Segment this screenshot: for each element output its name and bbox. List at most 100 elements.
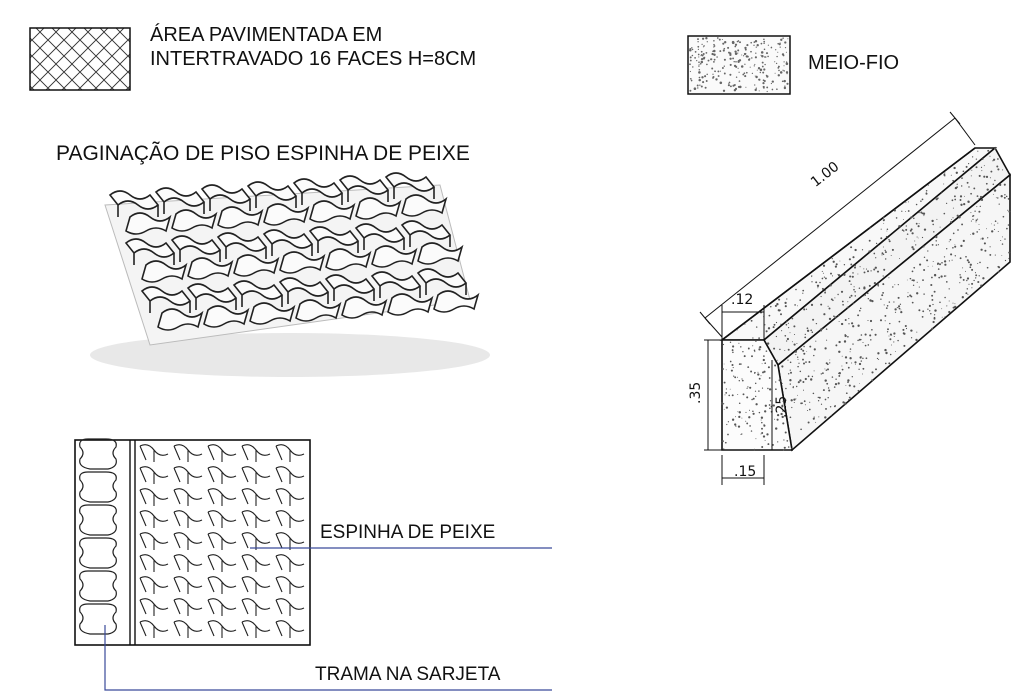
paver-block	[246, 181, 298, 208]
callout-leaders	[104, 547, 552, 691]
paver-block	[186, 283, 238, 310]
dim-top-width: .12	[731, 292, 754, 308]
herringbone-block	[207, 576, 237, 594]
paver-block	[387, 293, 434, 316]
herringbone-block	[173, 444, 203, 462]
herringbone-block	[173, 532, 203, 550]
paver-illustration	[90, 172, 490, 377]
paver-block	[217, 206, 264, 229]
gutter-block	[79, 438, 117, 470]
herringbone-block	[241, 466, 271, 484]
paver-block	[292, 178, 344, 205]
paver-block	[417, 242, 464, 265]
paver-block	[384, 172, 436, 199]
herringbone-block	[173, 466, 203, 484]
herringbone-block	[241, 576, 271, 594]
paver-block	[308, 226, 360, 253]
herringbone-block	[241, 554, 271, 572]
herringbone-block	[139, 554, 169, 572]
herringbone-block	[207, 444, 237, 462]
gutter-block	[79, 537, 117, 569]
gutter-block	[79, 504, 117, 536]
paver-block	[157, 308, 204, 331]
paver-block	[370, 271, 422, 298]
paver-block	[125, 212, 172, 235]
paver-block	[141, 260, 188, 283]
herringbone-block	[275, 554, 305, 572]
herringbone-block	[207, 532, 237, 550]
dim-base-width: .15	[734, 464, 757, 480]
paver-block	[325, 248, 372, 271]
paver-block	[233, 254, 280, 277]
herringbone-block	[275, 466, 305, 484]
paver-block	[232, 280, 284, 307]
paver-block	[216, 232, 268, 259]
paver-block	[249, 302, 296, 325]
paver-block	[278, 277, 330, 304]
paved-area-label-line1: ÁREA PAVIMENTADA EM	[150, 24, 383, 46]
paver-block	[154, 187, 206, 214]
gutter-block	[79, 471, 117, 503]
paver-block	[338, 175, 390, 202]
paver-block	[124, 238, 176, 265]
herringbone-block	[139, 466, 169, 484]
callout-herringbone: ESPINHA DE PEIXE	[320, 522, 496, 543]
curb-swatch	[687, 35, 791, 95]
leader-gutter	[104, 625, 552, 691]
paver-block	[263, 203, 310, 226]
herringbone-block	[173, 576, 203, 594]
herringbone-block	[139, 510, 169, 528]
paver-block	[262, 229, 314, 256]
paved-area-swatch	[29, 27, 131, 91]
herringbone-block	[275, 510, 305, 528]
paver-block	[203, 305, 250, 328]
herringbone-block	[241, 620, 271, 638]
herringbone-block	[275, 488, 305, 506]
herringbone-block	[173, 488, 203, 506]
paved-area-label-line2: INTERTRAVADO 16 FACES H=8CM	[150, 48, 477, 70]
herringbone-block	[241, 510, 271, 528]
curb-drawing	[719, 146, 1012, 452]
herringbone-block	[207, 620, 237, 638]
herringbone-block	[173, 554, 203, 572]
herringbone-block	[173, 510, 203, 528]
callout-gutter-pattern: TRAMA NA SARJETA	[315, 664, 501, 685]
herringbone-block	[207, 510, 237, 528]
herringbone-block	[139, 488, 169, 506]
curb-dimensions	[699, 111, 976, 485]
paver-block	[295, 299, 342, 322]
herringbone-block	[139, 620, 169, 638]
paver-block	[401, 194, 448, 217]
herringbone-block	[139, 444, 169, 462]
paver-block	[170, 235, 222, 262]
herringbone-block	[207, 466, 237, 484]
dim-height-face: .25	[774, 395, 790, 418]
herringbone-block	[207, 488, 237, 506]
paving-title: PAGINAÇÃO DE PISO ESPINHA DE PEIXE	[56, 142, 470, 165]
paver-block	[354, 223, 406, 250]
paver-block	[371, 245, 418, 268]
herringbone-block	[241, 598, 271, 616]
herringbone-block	[139, 576, 169, 594]
paver-block	[400, 220, 452, 247]
herringbone-block	[173, 598, 203, 616]
paver-block	[187, 257, 234, 280]
dim-height-total: .35	[688, 381, 704, 404]
herringbone-block	[275, 598, 305, 616]
paver-block	[279, 251, 326, 274]
gutter-block	[79, 603, 117, 635]
herringbone-block	[241, 488, 271, 506]
herringbone-block	[207, 598, 237, 616]
gutter-block	[79, 570, 117, 602]
curb-label: MEIO-FIO	[808, 52, 900, 74]
plan-detail	[74, 438, 311, 646]
herringbone-block	[207, 554, 237, 572]
paver-block	[140, 286, 192, 313]
paver-block	[416, 268, 468, 295]
herringbone-block	[139, 532, 169, 550]
paver-block	[433, 290, 480, 313]
herringbone-block	[173, 620, 203, 638]
paver-block	[108, 190, 160, 217]
paver-block	[200, 184, 252, 211]
herringbone-block	[275, 620, 305, 638]
